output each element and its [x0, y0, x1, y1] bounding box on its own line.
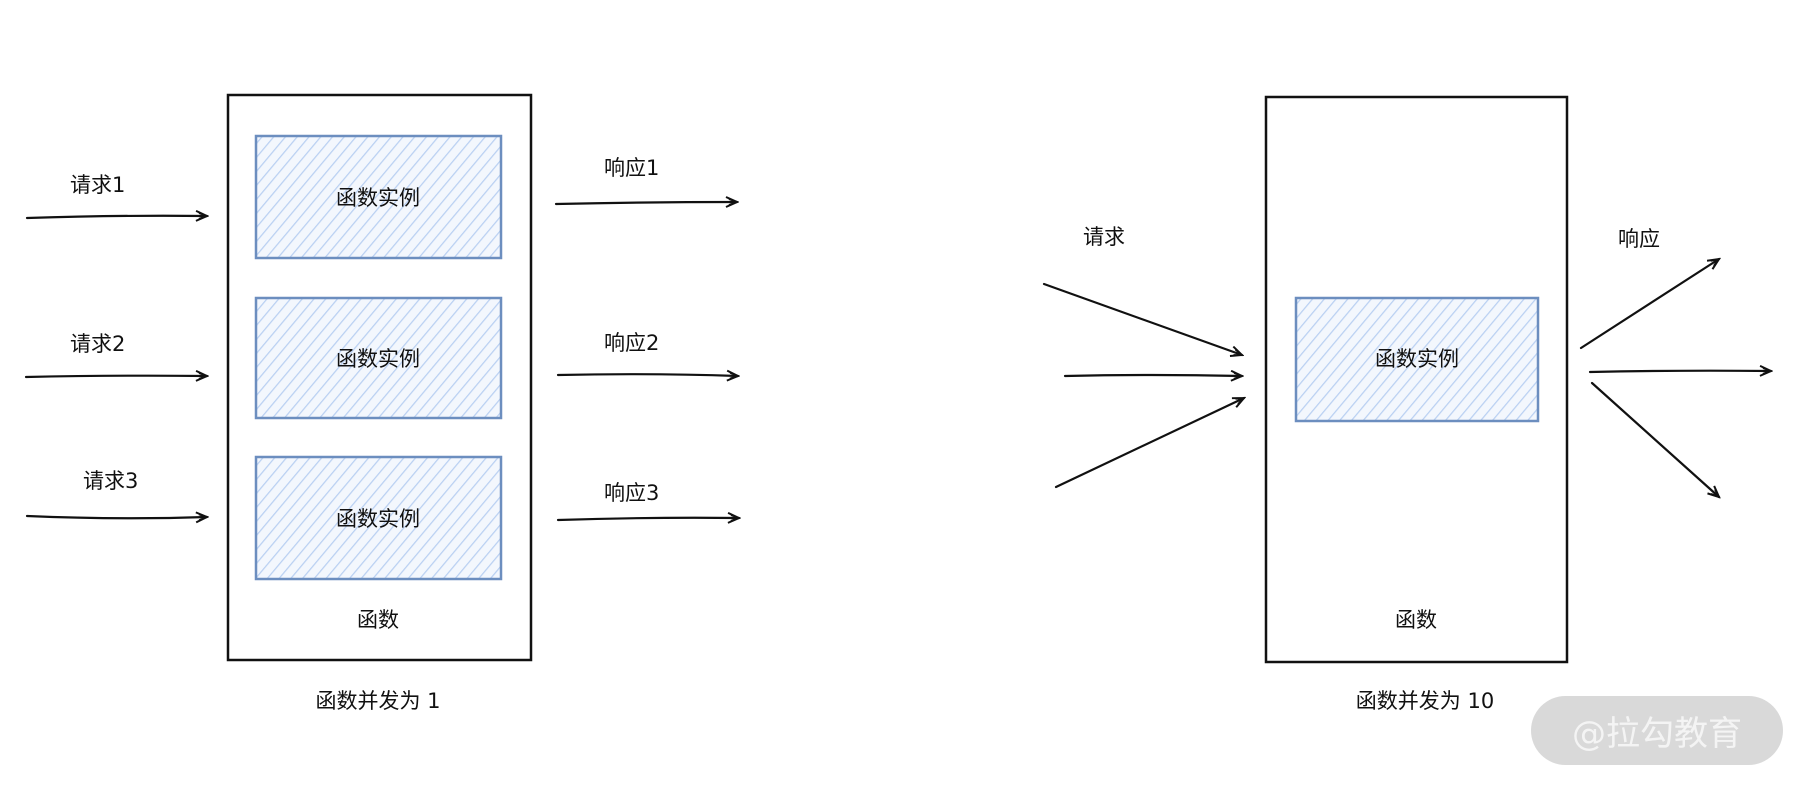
- response-arrow: [554, 202, 737, 204]
- request-arrow: [24, 376, 207, 377]
- function-box: [1264, 95, 1569, 664]
- response-arrow: [1588, 371, 1771, 372]
- request-label: 请求1: [70, 173, 125, 197]
- request-label: 请求: [1083, 225, 1125, 249]
- response-arrow: [556, 374, 738, 376]
- function-instance-1: [254, 134, 503, 260]
- request-arrow: [25, 516, 207, 518]
- response-label: 响应3: [604, 481, 659, 505]
- function-instance-3: [254, 455, 503, 581]
- request-arrow: [25, 216, 207, 218]
- response-arrow: [556, 518, 739, 520]
- request-arrow: [1054, 398, 1244, 489]
- instance-label: 函数实例: [336, 347, 420, 371]
- function-instance: [1294, 296, 1540, 423]
- left-diagram: 函数实例 函数实例 函数实例 函数 函数并发为 1 请求1 请求2 请求3 响应…: [24, 93, 739, 713]
- response-label: 响应: [1618, 227, 1660, 251]
- function-label: 函数: [357, 608, 399, 632]
- request-arrow: [1063, 375, 1242, 376]
- request-arrow: [1042, 282, 1242, 355]
- instance-label: 函数实例: [336, 186, 420, 210]
- request-label: 请求2: [70, 332, 125, 356]
- instance-label: 函数实例: [1375, 347, 1459, 371]
- response-arrow: [1590, 381, 1719, 497]
- right-diagram: 函数实例 函数 函数并发为 10 请求 响应: [1042, 95, 1771, 713]
- function-label: 函数: [1395, 608, 1437, 632]
- request-label: 请求3: [83, 469, 138, 493]
- response-label: 响应2: [604, 331, 659, 355]
- function-instance-2: [254, 296, 503, 420]
- response-arrow: [1579, 259, 1719, 350]
- watermark: @拉勾教育: [1531, 696, 1783, 765]
- caption: 函数并发为 1: [315, 689, 440, 713]
- function-box: [226, 93, 533, 662]
- instance-label: 函数实例: [336, 507, 420, 531]
- caption: 函数并发为 10: [1356, 689, 1494, 713]
- response-label: 响应1: [604, 156, 659, 180]
